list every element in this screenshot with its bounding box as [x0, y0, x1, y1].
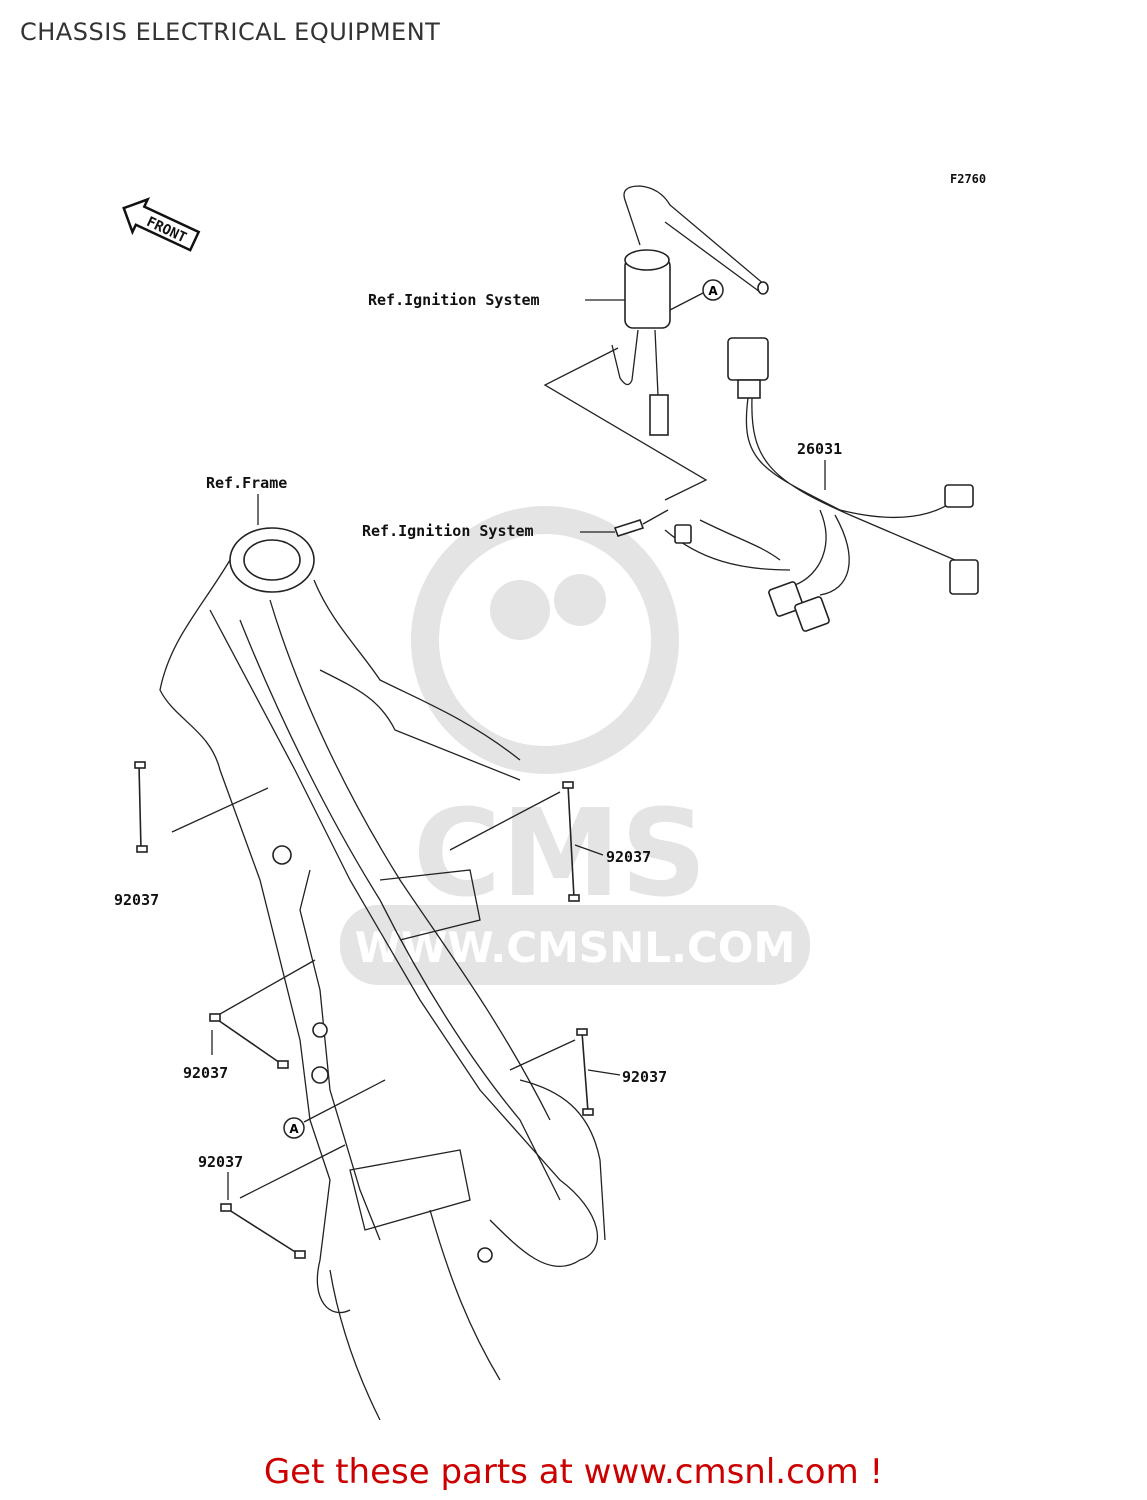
- ref-ignition-system-mid: Ref.Ignition System: [362, 522, 534, 540]
- wire-harness-26031: [664, 337, 979, 632]
- watermark-logo: CMS: [413, 785, 707, 924]
- marker-a-bottom: A: [283, 1079, 386, 1139]
- footer-parts-link[interactable]: Get these parts at www.cmsnl.com !: [263, 1452, 884, 1492]
- marker-a-top: A: [669, 279, 724, 311]
- ref-ignition-system-top: Ref.Ignition System: [368, 291, 540, 309]
- clamp-92037-left: [134, 761, 269, 853]
- clamp-92037-mid-left: [209, 959, 316, 1069]
- part-number-92037-mid-left: 92037: [183, 1064, 228, 1082]
- part-number-92037-right-lower: 92037: [622, 1068, 667, 1086]
- clamp-92037-right-upper: [449, 781, 604, 902]
- part-number-26031: 26031: [797, 440, 842, 458]
- ref-frame-label: Ref.Frame: [206, 474, 287, 492]
- clamp-92037-bottom-left: [220, 1144, 346, 1259]
- diagram-code: F2760: [950, 172, 986, 186]
- page-title: CHASSIS ELECTRICAL EQUIPMENT: [20, 18, 441, 46]
- part-number-92037-right-upper: 92037: [606, 848, 651, 866]
- svg-text:A: A: [289, 1122, 299, 1136]
- part-number-92037-left: 92037: [114, 891, 159, 909]
- part-number-92037-bottom-left: 92037: [198, 1153, 243, 1171]
- watermark-text: WWW.CMSNL.COM: [355, 923, 796, 972]
- front-arrow-icon: FRONT: [122, 197, 201, 252]
- watermark: CMS WWW.CMSNL.COM: [340, 506, 810, 985]
- ignition-coil: [611, 185, 769, 436]
- watermark-logo-head: [411, 506, 679, 774]
- motorcycle-frame: [159, 527, 606, 1421]
- clamp-92037-right-lower: [509, 1028, 621, 1116]
- svg-text:A: A: [708, 284, 718, 298]
